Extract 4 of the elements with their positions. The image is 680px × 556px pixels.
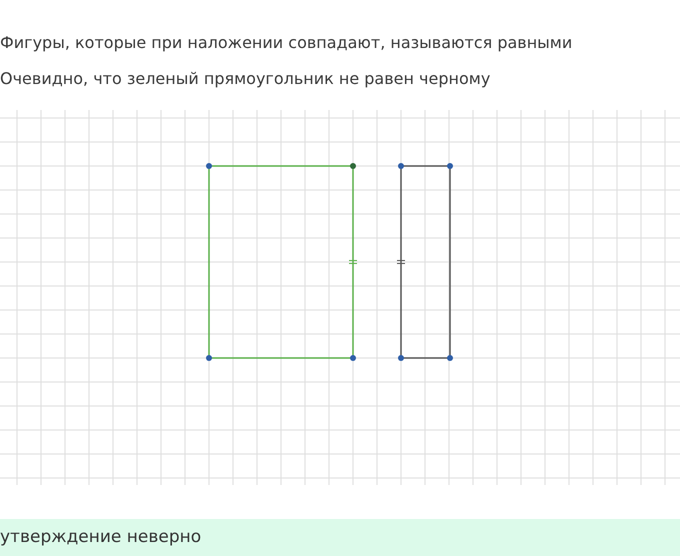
- text-line: Фигуры, которые при наложении совпадают, называются равными: [0, 33, 572, 52]
- text-line: Очевидно, что зеленый прямоугольник не равен черному: [0, 69, 490, 88]
- answer-band: [0, 519, 680, 556]
- answer-text: утверждение неверно: [0, 527, 202, 547]
